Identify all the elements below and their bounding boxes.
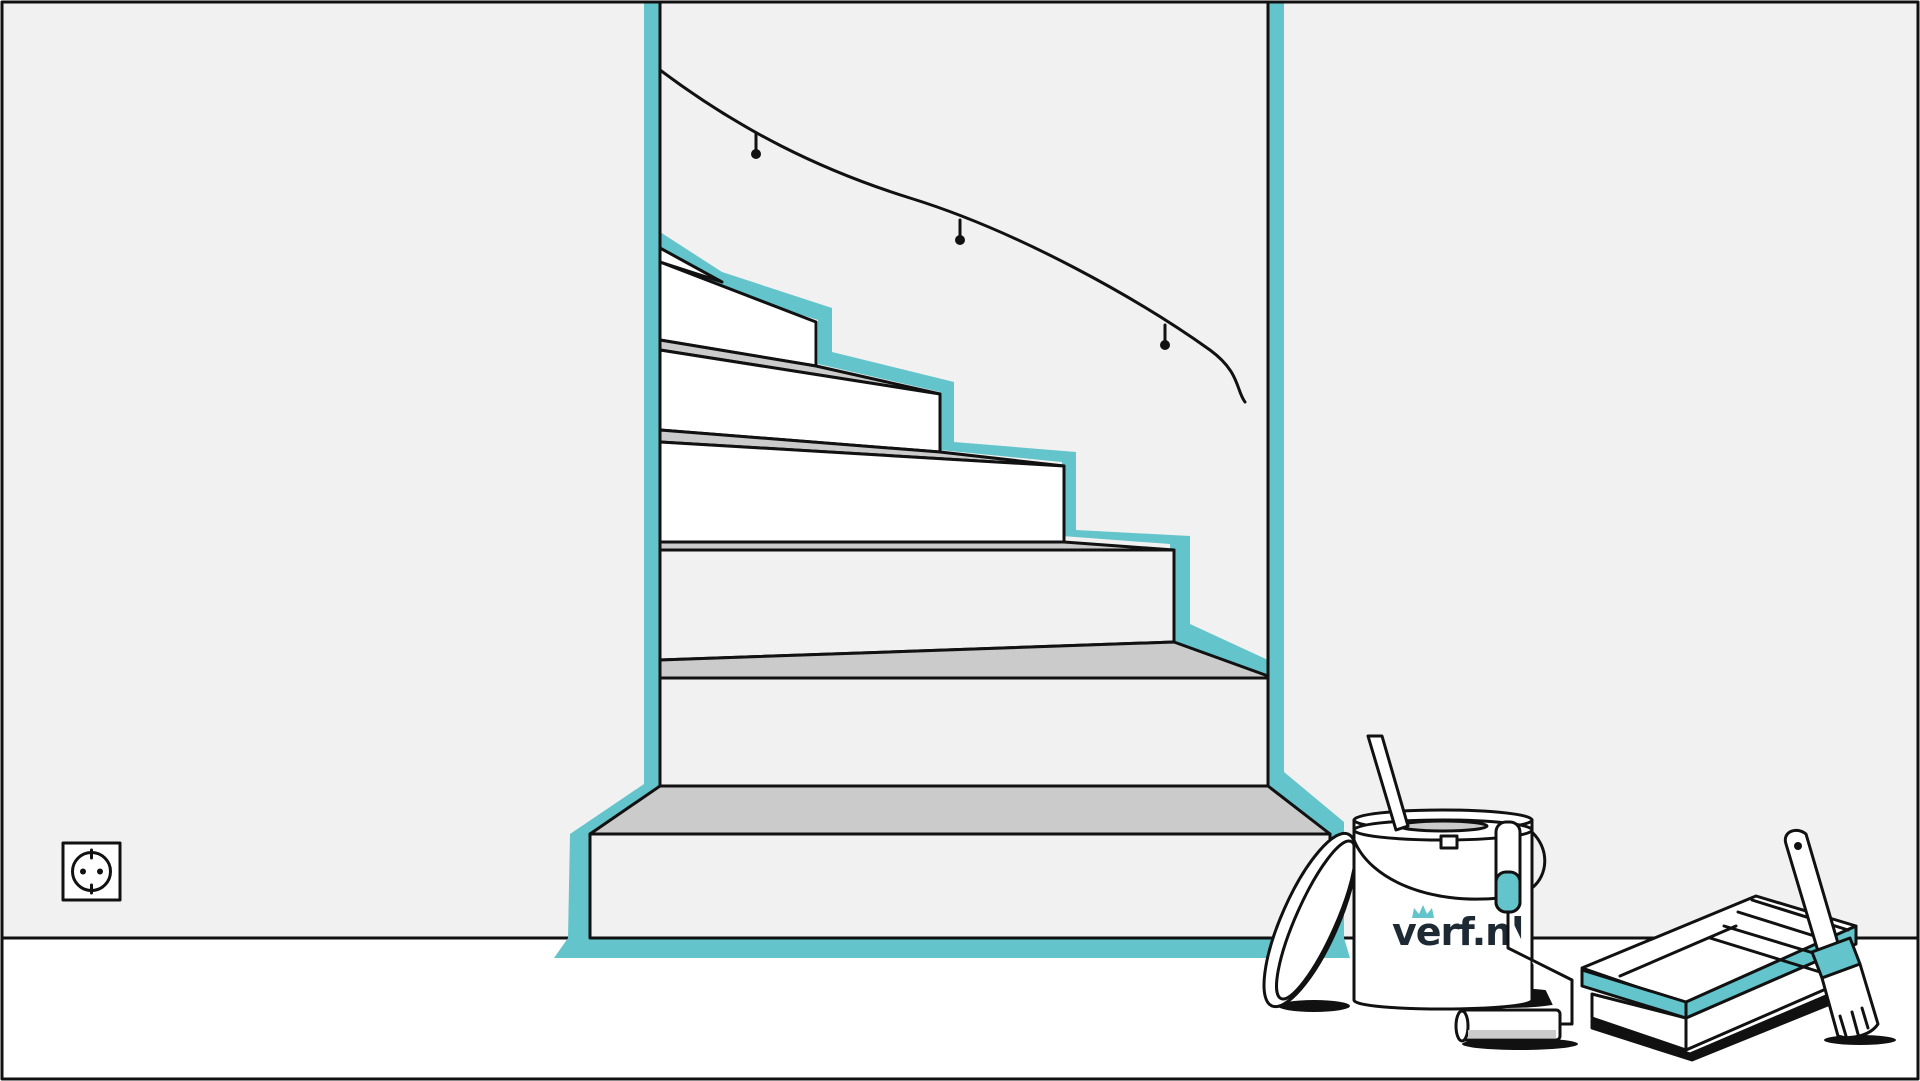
riser-6 [658, 676, 1270, 788]
handrail [658, 68, 1247, 404]
tape-left-foot [568, 784, 660, 938]
tape-left-jamb [644, 2, 660, 786]
large-brush [1783, 828, 1896, 1045]
paint-roller [1454, 1008, 1578, 1050]
svg-text:verf.nl: verf.nl [1392, 910, 1523, 954]
stir-stick [1366, 734, 1410, 832]
paint-can: verf.nl [1352, 808, 1570, 1011]
tape-base [554, 938, 1350, 958]
paint-lid [1262, 831, 1358, 1012]
small-brush [1494, 820, 1574, 1026]
painters-tape [554, 2, 1350, 958]
power-socket-icon [61, 841, 122, 902]
brand-name-part1: verf [1392, 910, 1475, 954]
tape-right-foot [1268, 772, 1344, 938]
tape-stringer [660, 232, 1268, 678]
bottom-riser [588, 832, 1332, 940]
bottom-tread [588, 784, 1332, 836]
tape-right-jamb [1268, 2, 1284, 784]
brand-logo: verf.nl [1392, 905, 1524, 954]
crown-icon [1412, 905, 1434, 918]
paint-tray [1580, 894, 1858, 1062]
